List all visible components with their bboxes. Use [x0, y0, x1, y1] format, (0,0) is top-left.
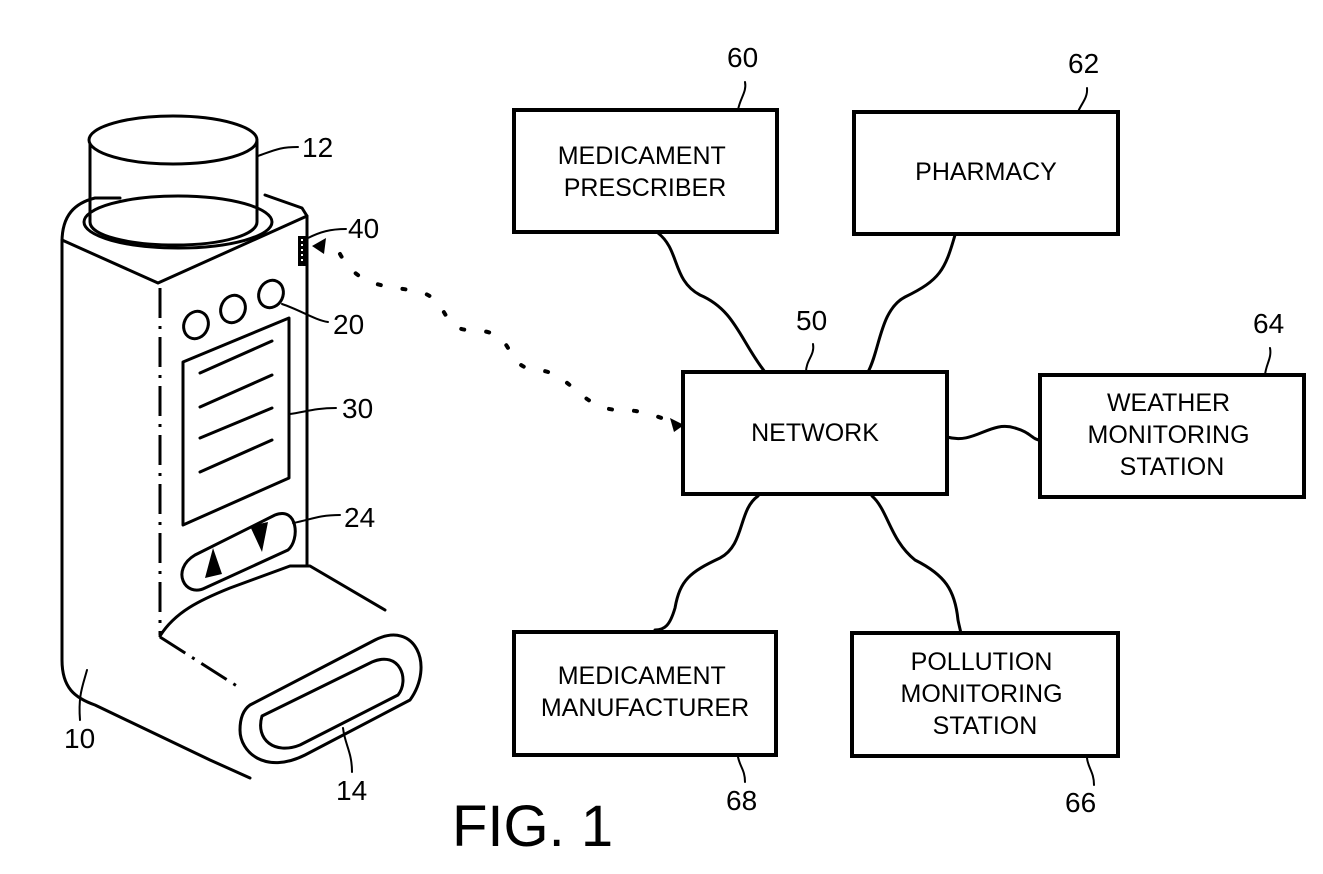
leader-14 — [343, 728, 352, 772]
button-2[interactable] — [216, 291, 250, 327]
leader-68 — [738, 757, 745, 782]
link-network-manufacturer — [655, 496, 758, 630]
node-label-pharmacy: PHARMACY — [915, 158, 1057, 186]
ref-pharmacy: 62 — [1068, 48, 1099, 79]
ref-manufacturer: 68 — [726, 785, 757, 816]
arrow-keypad — [182, 513, 295, 590]
ref-mouthpiece: 14 — [336, 775, 367, 806]
ref-display: 30 — [342, 393, 373, 424]
canister — [84, 116, 272, 248]
ref-buttons: 20 — [333, 309, 364, 340]
ref-prescriber: 60 — [727, 42, 758, 73]
leader-24 — [293, 515, 340, 523]
down-arrow-icon[interactable] — [250, 522, 268, 552]
canister-collar — [84, 196, 272, 248]
figure-caption: FIG. 1 — [452, 794, 613, 859]
leader-40 — [308, 229, 346, 238]
ref-body: 10 — [64, 723, 95, 754]
leader-10 — [80, 670, 87, 720]
node-label-network: NETWORK — [751, 419, 879, 447]
link-network-weather — [947, 426, 1040, 440]
link-network-prescriber — [658, 233, 765, 372]
canister-cap — [89, 116, 257, 164]
inhaler-device: 12 40 20 30 24 10 14 — [62, 116, 421, 806]
network-diagram: MEDICAMENT PRESCRIBER PHARMACY NETWORK W… — [514, 42, 1304, 818]
button-3[interactable] — [254, 276, 288, 312]
ref-arrow-keys: 24 — [344, 502, 375, 533]
leader-64 — [1265, 348, 1270, 375]
inhaler-base — [160, 566, 385, 636]
link-network-pharmacy — [868, 235, 955, 372]
inhaler-body — [62, 198, 250, 778]
leader-30 — [290, 408, 336, 414]
ref-canister: 12 — [302, 132, 333, 163]
node-box-prescriber[interactable] — [514, 110, 777, 232]
mouthpiece — [240, 635, 421, 763]
button-1[interactable] — [179, 307, 213, 343]
inhaler-hidden-edge — [160, 637, 240, 688]
ref-network: 50 — [796, 305, 827, 336]
leader-50 — [806, 344, 813, 372]
display-screen — [183, 318, 289, 525]
wireless-dotted-path — [340, 254, 672, 420]
up-arrow-icon[interactable] — [205, 548, 222, 578]
ref-pollution: 66 — [1065, 787, 1096, 818]
leader-62 — [1078, 88, 1087, 112]
control-buttons — [179, 276, 288, 343]
link-network-pollution — [872, 496, 961, 634]
ref-transceiver: 40 — [348, 213, 379, 244]
arrowhead-to-device-icon — [312, 238, 326, 254]
leader-12 — [258, 147, 298, 156]
leader-66 — [1087, 758, 1094, 785]
ref-weather: 64 — [1253, 308, 1284, 339]
leader-60 — [738, 82, 745, 110]
